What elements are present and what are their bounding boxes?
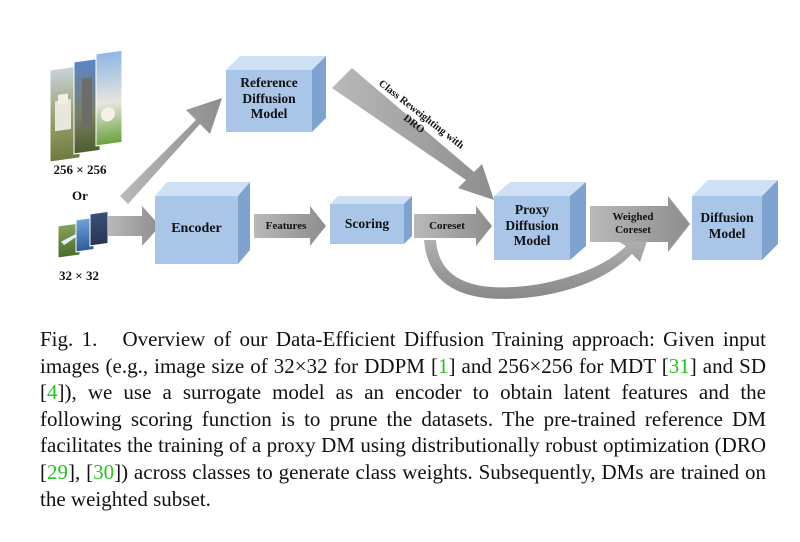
diffusion-model-label: Diffusion Model [700,210,754,241]
caption-text-1: Overview of our Data-Efficient Diffusion… [40,327,767,378]
proxy-dm-label: Proxy Diffusion Model [505,202,559,249]
arrow-input-to-reference [120,98,222,204]
arrow-weighed-coreset [590,196,690,252]
input-small-size-label: 32 × 32 [59,268,99,283]
encoder-box [155,182,250,264]
citation-30[interactable]: 30 [93,459,115,484]
arrow-features [254,206,326,246]
citation-31[interactable]: 31 [668,353,690,378]
caption-text-3: and SD [696,353,767,378]
reference-dm-label: Reference Diffusion Model [240,75,298,122]
reference-dm-box [226,56,326,132]
weighed-coreset-label: Weighed Coreset [612,211,654,236]
citation-4[interactable]: 4 [47,380,58,405]
figure-label: Fig. 1. [40,327,98,351]
citation-1[interactable]: 1 [437,353,449,378]
arrow-input-to-encoder [108,206,160,246]
proxy-dm-box [494,182,586,260]
arrow-coreset [414,206,492,246]
features-label: Features [265,220,307,232]
input-or-label: Or [72,188,88,203]
citation-29[interactable]: 29 [47,459,68,484]
caption-text-6: ) across classes to generate class weigh… [40,459,766,511]
input-image-field [95,49,123,147]
input-image-stack-small [57,210,109,259]
diffusion-model-box [692,180,778,260]
input-large-size-label: 256 × 256 [53,162,107,177]
coreset-label: Coreset [429,220,465,232]
scoring-box [330,196,412,244]
scoring-label: Scoring [344,216,390,231]
encoder-label: Encoder [171,221,222,236]
figure-caption: Fig. 1. Overview of our Data-Efficient D… [40,327,767,511]
input-image-stack-large [49,49,123,163]
diagram [49,49,778,299]
input-image-deer [89,210,109,247]
caption-text-4: ), we use a surrogate model as an encode… [40,380,766,458]
caption-text-5: , [75,459,87,484]
caption-text-2: and 256×256 for MDT [455,353,662,378]
arrow-class-reweighting [332,68,494,200]
